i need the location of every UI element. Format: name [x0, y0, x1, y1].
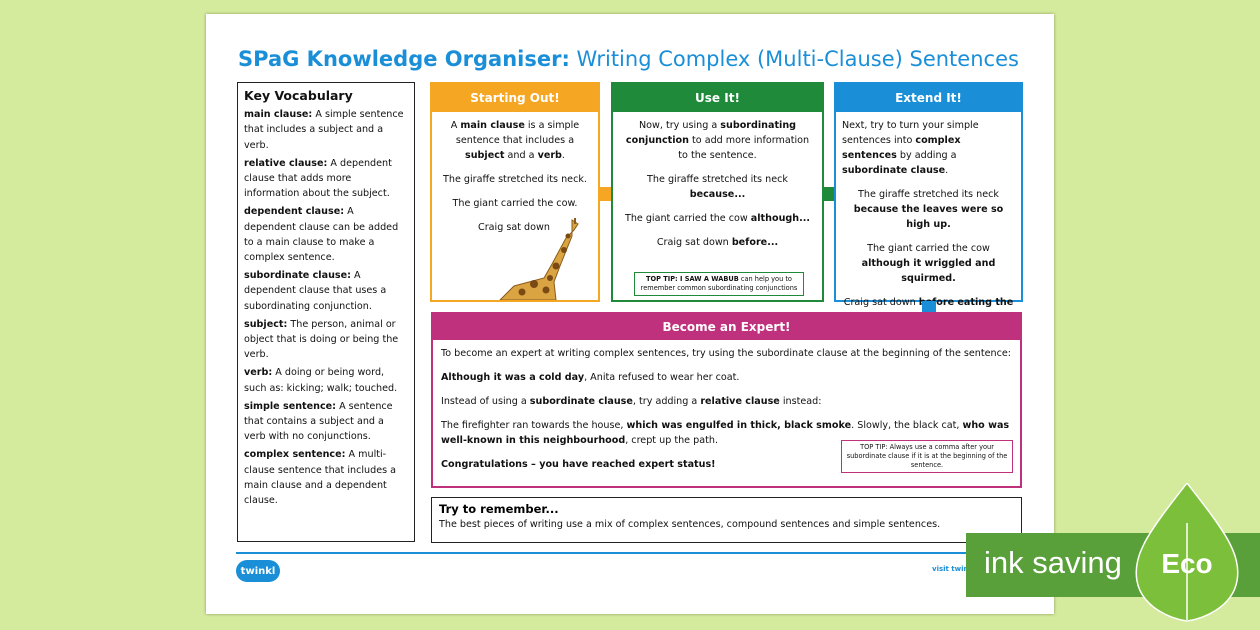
- twinkl-logo: twinkl: [236, 560, 280, 582]
- vocab-entry: main clause: A simple sentence that incl…: [244, 109, 404, 151]
- starting-intro: A main clause is a simple sentence that …: [450, 120, 580, 161]
- use-it-sentence: The giant carried the cow although...: [624, 213, 811, 224]
- top-tip-wabub: TOP TIP: I SAW A WABUB can help you to r…: [634, 272, 804, 296]
- expert-paragraph: Although it was a cold day, Anita refuse…: [441, 372, 740, 383]
- use-it-body: Now, try using a subordinating conjuncti…: [613, 112, 822, 265]
- remember-text: The best pieces of writing use a mix of …: [439, 519, 941, 530]
- starting-out-box: Starting Out! A main clause is a simple …: [430, 82, 600, 302]
- footer-divider: [236, 552, 1024, 554]
- expert-header: Become an Expert!: [433, 314, 1020, 340]
- starting-sentence: The giant carried the cow.: [452, 198, 578, 209]
- expert-paragraph: Congratulations – you have reached exper…: [441, 459, 716, 470]
- starting-sentence: Craig sat down: [478, 222, 550, 233]
- vocab-entry: simple sentence: A sentence that contain…: [244, 400, 393, 443]
- vocab-heading: Key Vocabulary: [244, 88, 353, 103]
- ink-saving-label: ink saving: [984, 545, 1122, 580]
- expert-paragraph: To become an expert at writing complex s…: [441, 348, 1012, 359]
- expert-paragraph: Instead of using a subordinate clause, t…: [441, 396, 822, 407]
- use-it-sentence: Craig sat down before...: [656, 237, 779, 248]
- page-title: SPaG Knowledge Organiser: Writing Comple…: [238, 47, 1019, 71]
- eco-leaf-icon: Eco: [1135, 483, 1239, 622]
- key-vocabulary-box: Key Vocabulary main clause: A simple sen…: [237, 82, 415, 542]
- use-it-sentence: The giraffe stretched its neck because..…: [647, 174, 788, 200]
- try-to-remember-box: Try to remember... The best pieces of wr…: [431, 497, 1022, 543]
- knowledge-organiser-sheet: SPaG Knowledge Organiser: Writing Comple…: [206, 14, 1054, 614]
- vocab-entry: complex sentence: A multi-clause sentenc…: [244, 449, 397, 507]
- giraffe-illustration: [499, 218, 579, 300]
- use-it-intro: Now, try using a subordinating conjuncti…: [625, 120, 810, 161]
- starting-out-body: A main clause is a simple sentence that …: [432, 112, 598, 250]
- starting-sentence: The giraffe stretched its neck.: [443, 174, 587, 185]
- extend-it-header: Extend It!: [836, 84, 1021, 112]
- vocab-entry: verb: A doing or being word, such as: ki…: [244, 367, 398, 394]
- starting-out-header: Starting Out!: [432, 84, 598, 112]
- vocab-entry: subordinate clause: A dependent clause t…: [244, 270, 387, 312]
- vocab-entry: relative clause: A dependent clause that…: [244, 157, 392, 200]
- extend-intro: Next, try to turn your simple sentences …: [842, 120, 979, 176]
- visit-link[interactable]: visit twinkl: [932, 565, 976, 573]
- extend-sentence: The giant carried the cow although it wr…: [861, 243, 996, 284]
- use-it-header: Use It!: [613, 84, 822, 112]
- top-tip-comma: TOP TIP: Always use a comma after your s…: [841, 440, 1013, 473]
- vocab-entry: dependent clause: A dependent clause can…: [244, 206, 399, 264]
- expert-paragraph: The firefighter ran towards the house, w…: [441, 420, 1010, 446]
- extend-sentence: The giraffe stretched its neck because t…: [853, 189, 1004, 230]
- vocab-entry: subject: The person, animal or object th…: [244, 318, 399, 361]
- use-it-box: Use It! Now, try using a subordinating c…: [611, 82, 824, 302]
- remember-heading: Try to remember...: [439, 502, 559, 516]
- eco-badge-label: Eco: [1161, 548, 1212, 579]
- extend-it-box: Extend It! Next, try to turn your simple…: [834, 82, 1023, 323]
- expert-body: To become an expert at writing complex s…: [433, 340, 1020, 487]
- become-an-expert-box: Become an Expert! To become an expert at…: [431, 312, 1022, 488]
